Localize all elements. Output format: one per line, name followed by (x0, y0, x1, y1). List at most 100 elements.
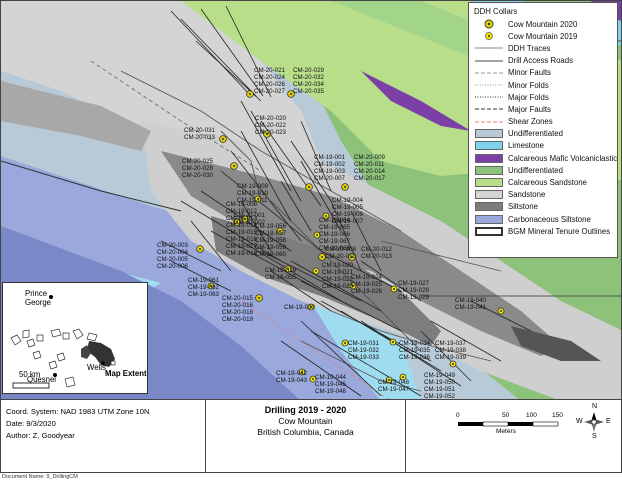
hole-id: CM-19-012 (226, 208, 257, 215)
legend-item: Siltstone (474, 201, 612, 213)
siltstone-belt (161, 151, 561, 356)
hole-id: CM-19-033 (348, 354, 379, 361)
ddh-trace (180, 200, 282, 262)
legend-symbol (474, 214, 504, 224)
map-extent-label: Map Extent (105, 369, 147, 378)
collar-2019 (284, 265, 292, 273)
legend-symbol (474, 226, 504, 236)
hole-id: CM-19-014 (226, 222, 257, 229)
hole-id: CM-19-027 (398, 280, 429, 287)
document-name: Document Name: 9_DrillingCM (2, 474, 78, 480)
hole-id: CM-19-030 (284, 304, 315, 311)
ddh-trace (300, 320, 382, 397)
hole-id: CM-19-006 (332, 211, 363, 218)
collar-2020 (263, 130, 271, 138)
ddh-trace (280, 180, 312, 232)
inset-scale-bar (12, 382, 50, 389)
hole-id: CM-19-038 (435, 347, 466, 354)
ddh-trace (310, 330, 422, 397)
west-label: W (576, 418, 583, 425)
legend-label: Major Folds (508, 92, 549, 102)
ddh-trace (160, 240, 222, 272)
hole-id: CM-19-032 (348, 347, 379, 354)
legend-symbol (474, 80, 504, 90)
collar-2020 (318, 253, 326, 261)
scale-seg-2 (482, 421, 509, 427)
hole-id: CM-19-003 (314, 168, 345, 175)
legend-symbol (474, 56, 504, 66)
collar-2019 (322, 212, 330, 220)
hole-id: CM-19-061 (188, 277, 219, 284)
ddh-trace (290, 260, 382, 312)
legend-item: Calcareous Mafic Volcaniclastic (474, 152, 617, 164)
collar-2019 (241, 215, 249, 223)
hole-id: CM-19-019 (265, 267, 296, 274)
ddh-trace (250, 110, 302, 202)
scale-unit: Meters (496, 428, 516, 435)
hole-id: CM-19-011 (237, 197, 268, 204)
scale-tick-50: 50 (502, 412, 510, 419)
legend-symbol (474, 104, 504, 114)
hole-id: CM-19-036 (399, 354, 430, 361)
north-arrow-icon (584, 412, 604, 432)
ddh-trace (300, 120, 332, 192)
hole-id: CM-20-012 (361, 246, 392, 253)
collar-2019 (309, 375, 317, 383)
hole-id: CM-20-014 (354, 168, 385, 175)
ddh-collars (196, 90, 505, 384)
hole-id: CM-19-031 (348, 340, 379, 347)
hole-id: CM-19-007 (332, 218, 363, 225)
hole-id: CM-19-041 (455, 304, 486, 311)
hole-id: CM-19-028 (398, 287, 429, 294)
hole-id: CM-19-010 (237, 190, 268, 197)
map-subtitle: Cow Mountain (278, 416, 333, 426)
ddh-trace (300, 160, 342, 232)
tenure-outline (1, 160, 182, 212)
hole-id: CM-19-039 (435, 354, 466, 361)
hole-id: CM-19-025 (351, 281, 382, 288)
hole-id: CM-20-035 (293, 88, 324, 95)
map-extent-marker (110, 360, 116, 366)
hole-id: CM-20-030 (182, 172, 213, 179)
legend-item: DDH Traces (474, 42, 612, 54)
hole-id: CM-19-062 (188, 284, 219, 291)
inset-claim-block (81, 345, 91, 359)
legend-item: Major Folds (474, 91, 612, 103)
hole-id: CM-19-055 (265, 274, 296, 281)
hole-id: CM-19-067 (319, 238, 350, 245)
ddh-trace (360, 260, 422, 302)
hole-id: CM-19-015 (226, 229, 257, 236)
hole-id: CM-20-034 (293, 81, 324, 88)
hole-id: CM-20-003 (157, 242, 188, 249)
legend-symbol (474, 68, 504, 78)
hole-id: CM-19-047 (378, 386, 409, 393)
legend-label: Undifferentiated (508, 165, 563, 175)
hole-id: CM-19-002 (314, 161, 345, 168)
hole-id: CM-20-033 (184, 134, 215, 141)
ddh-trace (240, 240, 342, 302)
collar-2020 (305, 183, 313, 191)
hole-id: CM-19-017 (226, 243, 257, 250)
hole-id: CM-19-022 (322, 276, 353, 283)
hole-id: CM-19-004 (332, 197, 363, 204)
ddh-trace (240, 130, 292, 222)
hole-id: CM-20-009 (354, 154, 385, 161)
hole-id: CM-20-008 (325, 246, 356, 253)
collar-2019 (349, 282, 357, 290)
collar-2020 (255, 294, 263, 302)
hole-id: CM-19-040 (455, 297, 486, 304)
hole-id: CM-19-005 (332, 204, 363, 211)
hole-id: CM-20-015 (222, 295, 253, 302)
hole-id: CM-19-035 (399, 347, 430, 354)
scale-seg-4 (532, 421, 559, 427)
hole-id: CM-19-057 (255, 230, 286, 237)
map-region: British Columbia, Canada (257, 427, 354, 437)
